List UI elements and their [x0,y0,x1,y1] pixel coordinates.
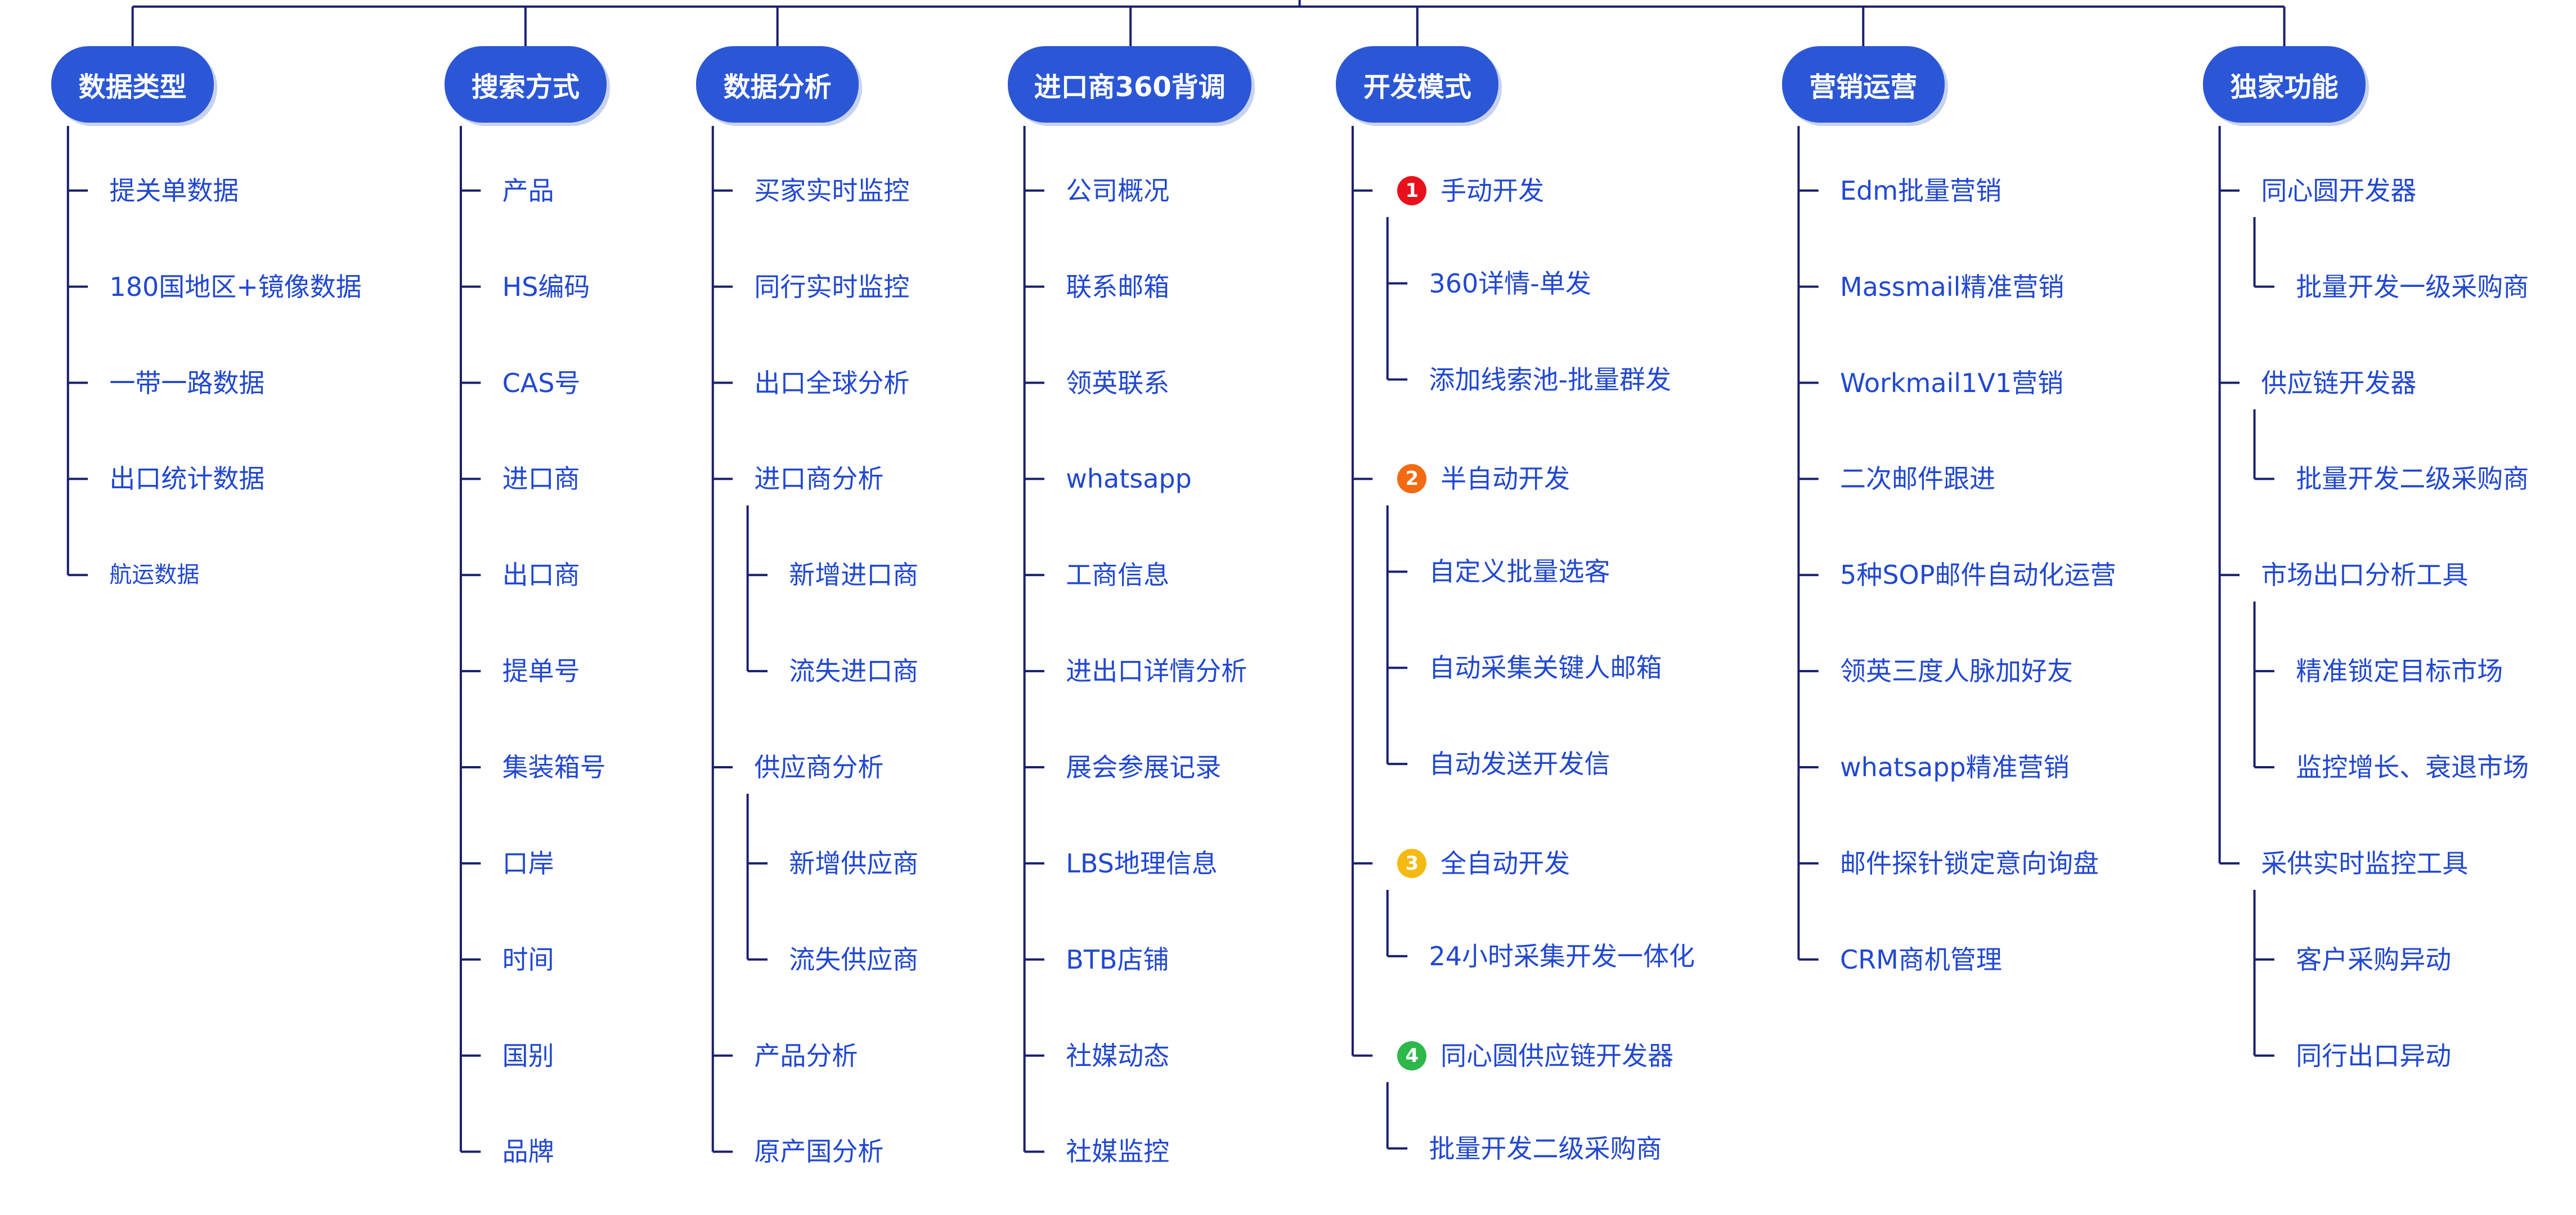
branch-item-label: 半自动开发 [1440,464,1570,494]
branch-item-label: 手动开发 [1440,175,1545,206]
branch-item-label: 5种SOP邮件自动化运营 [1840,560,2116,591]
branch-item-label: 社媒监控 [1066,1136,1170,1167]
branch-item-label: 出口统计数据 [109,464,265,494]
branch-item-label: 时间 [502,944,554,975]
sub-item-label: 24小时采集开发一体化 [1429,940,1695,971]
branch-item-label: 联系邮箱 [1066,271,1170,302]
branch-item-label: 市场出口分析工具 [2261,560,2469,591]
sub-item-label: 精准锁定目标市场 [2296,656,2503,687]
branch-item-label: whatsapp精准营销 [1840,752,2070,782]
category-title-pill: 搜索方式 [444,46,607,123]
step-number-badge: 2 [1397,464,1427,494]
branch-item-label: 全自动开发 [1440,848,1570,879]
branch-item-label: 口岸 [502,848,554,879]
sub-item-label: 批量开发二级采购商 [2296,464,2529,494]
sub-item-label: 流失进口商 [789,656,919,687]
sub-item-label: 添加线索池-批量群发 [1429,364,1672,395]
branch-item-label: CAS号 [502,367,581,398]
branch-item-label: 提单号 [502,656,580,687]
branch-item-label: HS编码 [502,271,590,302]
branch-item-label: 社媒动态 [1066,1040,1170,1071]
branch-item-label: Workmail1V1营销 [1840,367,2064,398]
sub-item-label: 自动发送开发信 [1429,749,1610,780]
branch-item-label: 产品分析 [754,1040,858,1071]
branch-item-label: BTB店铺 [1066,944,1169,975]
branch-item-label: 出口全球分析 [754,367,910,398]
branch-item-label: LBS地理信息 [1066,848,1218,879]
branch-item-label: Edm批量营销 [1840,175,2002,206]
category-title-pill: 独家功能 [2203,46,2366,123]
branch-item-label: 进口商 [502,464,580,494]
branch-item-label: 买家实时监控 [754,175,910,206]
branch-item-label: 品牌 [502,1136,554,1167]
branch-item-label: 一带一路数据 [109,367,265,398]
branch-item-label: 原产国分析 [754,1136,884,1167]
sub-item-label: 客户采购异动 [2296,944,2452,975]
sub-item-label: 自动采集关键人邮箱 [1429,652,1662,683]
branch-item-label: 同心圆供应链开发器 [1440,1040,1674,1071]
sub-item-label: 新增供应商 [789,848,919,879]
branch-item-label: 领英三度人脉加好友 [1840,656,2074,687]
branch-item-label: 二次邮件跟进 [1840,464,1996,494]
step-number-badge: 3 [1397,848,1427,878]
sub-item-label: 新增进口商 [789,560,919,591]
sub-item-label: 监控增长、衰退市场 [2296,752,2529,782]
sub-item-label: 同行出口异动 [2296,1040,2452,1071]
branch-item-label: 供应商分析 [754,752,884,782]
category-title-pill: 开发模式 [1336,46,1499,123]
branch-item-label: 180国地区+镜像数据 [109,271,362,302]
branch-item-label: 国别 [502,1040,554,1071]
branch-item-label: 采供实时监控工具 [2261,848,2469,879]
branch-item-label: CRM商机管理 [1840,944,2002,975]
sub-item-label: 流失供应商 [789,944,919,975]
step-number-badge: 4 [1397,1041,1427,1070]
branch-item-label: 公司概况 [1066,175,1170,206]
branch-item-label: 邮件探针锁定意向询盘 [1840,848,2099,879]
branch-item-label: 供应链开发器 [2261,367,2417,398]
branch-item-label: 同心圆开发器 [2261,175,2417,206]
category-title-pill: 数据分析 [696,46,859,123]
branch-item-label: 工商信息 [1066,560,1170,591]
branch-item-label: 进出口详情分析 [1066,656,1247,687]
category-title-pill: 数据类型 [51,46,214,123]
branch-item-label: whatsapp [1066,464,1192,494]
branch-item-label: 产品 [502,175,554,206]
category-title-pill: 进口商360背调 [1008,46,1252,123]
sub-item-label: 自定义批量选客 [1429,556,1610,587]
branch-item-label: 出口商 [502,560,580,591]
branch-item-label: Massmail精准营销 [1840,271,2065,302]
category-title-pill: 营销运营 [1781,46,1945,123]
branch-item-label: 进口商分析 [754,464,884,494]
branch-item-label: 提关单数据 [109,175,239,206]
sub-item-label: 批量开发一级采购商 [2296,271,2529,302]
branch-item-label: 领英联系 [1066,367,1170,398]
branch-item-label: 集装箱号 [502,752,606,782]
branch-item-label: 同行实时监控 [754,271,910,302]
branch-item-label: 展会参展记录 [1066,752,1222,782]
sub-item-label: 360详情-单发 [1429,268,1591,299]
branch-item-label: 航运数据 [109,562,200,588]
step-number-badge: 1 [1397,176,1427,205]
sub-item-label: 批量开发二级采购商 [1429,1133,1662,1164]
